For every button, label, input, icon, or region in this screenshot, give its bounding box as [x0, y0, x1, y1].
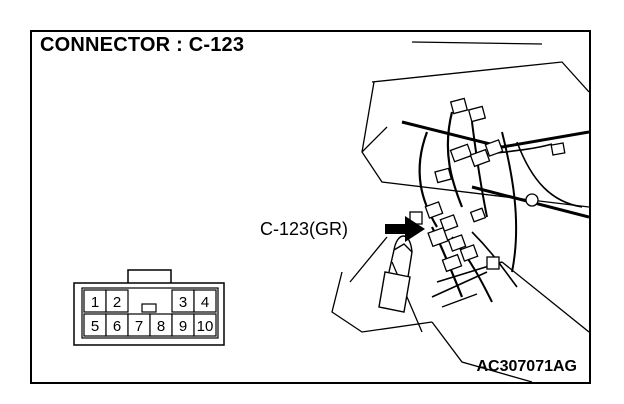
- pin-label: 9: [179, 318, 187, 335]
- connector-face: 1 2 3 4 5 6 7 8 9 10: [73, 269, 225, 346]
- vehicle-illustration: 1 2 3 4 5 6 7 8 9 10: [73, 41, 589, 382]
- pin-label: 2: [113, 294, 121, 311]
- pin-label: 8: [157, 318, 165, 335]
- console-outline: [331, 41, 589, 382]
- part-code: AC307071AG: [476, 358, 578, 375]
- harness-connectors: [409, 97, 566, 273]
- pin-label: 10: [197, 318, 214, 335]
- connector-key: [141, 303, 157, 313]
- gear-shift-icon: [378, 235, 413, 313]
- connector-latch: [127, 269, 172, 285]
- pin-label: 5: [91, 318, 99, 335]
- pointer-arrow-icon: [385, 216, 425, 242]
- pin-label: 7: [135, 318, 143, 335]
- pin-label: 4: [201, 294, 209, 311]
- connector-title: CONNECTOR : C-123: [40, 34, 245, 56]
- diagram-frame: CONNECTOR : C-123: [30, 30, 591, 384]
- connector-callout-label: C-123(GR): [260, 219, 349, 239]
- pin-label: 1: [91, 294, 99, 311]
- pin-label: 3: [179, 294, 187, 311]
- pin-label: 6: [113, 318, 121, 335]
